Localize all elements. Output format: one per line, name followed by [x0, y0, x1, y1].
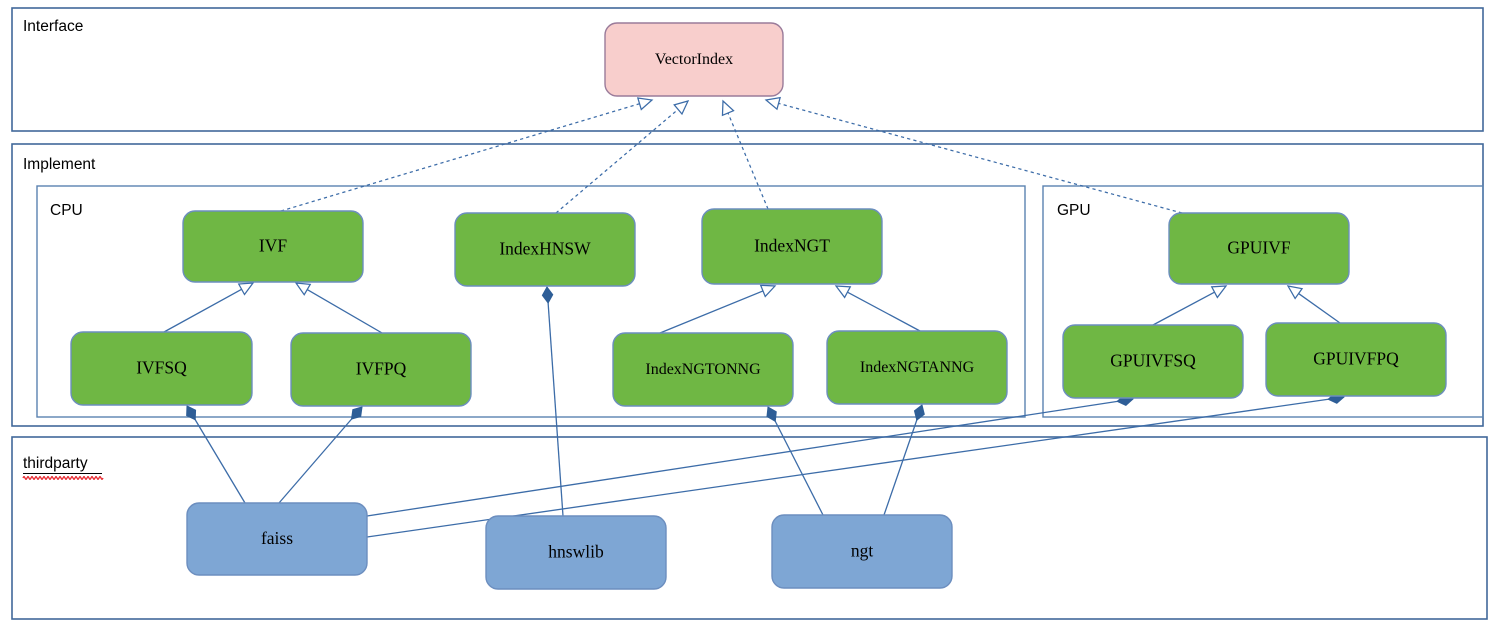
node-box-ivfsq[interactable]	[70, 331, 253, 406]
node-box-hnswlib[interactable]	[485, 515, 667, 590]
subgroup-rect-cpu	[36, 185, 1026, 418]
diamond-faiss-to-ivfsq	[186, 405, 197, 421]
diamond-faiss-to-ivfpq	[350, 406, 363, 420]
subgroup-frame-cpu: CPU	[36, 185, 1026, 418]
node-label-indexngtonng: IndexNGTONNG	[645, 361, 761, 378]
diamond-hnswlib-to-indexhnsw	[541, 286, 554, 304]
node-box-gpuivfsq[interactable]	[1062, 324, 1244, 399]
node-label-hnswlib: hnswlib	[548, 542, 604, 562]
edge-ivfsq-to-ivf	[163, 288, 243, 333]
arrowhead-ivfsq-to-ivf	[237, 282, 255, 296]
edge-faiss-to-gpuivfsq	[366, 398, 1134, 517]
node-label-ngt: ngt	[851, 541, 874, 561]
node-label-gpuivf: GPUIVF	[1227, 238, 1290, 258]
node-indexngtanng[interactable]: IndexNGTANNG	[826, 330, 1008, 405]
group-label-thirdparty: thirdparty	[23, 455, 88, 472]
node-ivfpq[interactable]: IVFPQ	[290, 332, 472, 407]
diamond-ngt-to-indexngtanng	[913, 404, 925, 421]
node-faiss[interactable]: faiss	[186, 502, 368, 576]
subgroup-label-cpu: CPU	[50, 202, 83, 219]
node-box-faiss[interactable]	[186, 502, 368, 576]
node-label-ivf: IVF	[259, 236, 287, 256]
node-box-indexhnsw[interactable]	[454, 212, 636, 287]
node-label-indexngtanng: IndexNGTANNG	[860, 359, 975, 376]
node-box-ivf[interactable]	[182, 210, 364, 283]
edge-ngt-to-indexngtanng	[883, 404, 923, 516]
node-ivf[interactable]: IVF	[182, 210, 364, 283]
node-hnswlib[interactable]: hnswlib	[485, 515, 667, 590]
subgroup-label-gpu: GPU	[1057, 202, 1091, 219]
group-label-implement: Implement	[23, 156, 96, 173]
edge-markers-layer	[186, 96, 1345, 423]
node-ivfsq[interactable]: IVFSQ	[70, 331, 253, 406]
node-ngt[interactable]: ngt	[771, 514, 953, 589]
edge-ivf-to-vectorindex	[280, 102, 641, 212]
edge-faiss-to-gpuivfpq	[366, 396, 1345, 538]
edge-gpuivfpq-to-gpuivf	[1297, 292, 1341, 324]
node-gpuivfsq[interactable]: GPUIVFSQ	[1062, 324, 1244, 399]
edge-ivfpq-to-ivf	[306, 288, 383, 334]
subgroup-rect-gpu	[1042, 185, 1484, 418]
arrowhead-gpuivf-to-vectorindex	[764, 96, 781, 111]
arrowhead-indexhnsw-to-vectorindex	[673, 100, 690, 116]
node-box-vectorindex[interactable]	[604, 22, 784, 97]
arrowhead-indexngtonng-to-indexngt	[759, 284, 777, 298]
edge-gpuivfsq-to-gpuivf	[1152, 291, 1216, 326]
node-box-ngt[interactable]	[771, 514, 953, 589]
spellcheck-squiggle-thirdparty	[22, 476, 104, 480]
diamond-ngt-to-indexngtonng	[766, 406, 777, 423]
node-label-gpuivfpq: GPUIVFPQ	[1313, 349, 1399, 369]
node-box-gpuivfpq[interactable]	[1265, 322, 1447, 397]
node-gpuivf[interactable]: GPUIVF	[1168, 212, 1350, 285]
node-indexngtonng[interactable]: IndexNGTONNG	[612, 332, 794, 407]
arrowhead-gpuivfpq-to-gpuivf	[1286, 285, 1304, 300]
node-vectorindex[interactable]: VectorIndex	[604, 22, 784, 97]
node-label-ivfsq: IVFSQ	[136, 358, 187, 378]
node-indexhnsw[interactable]: IndexHNSW	[454, 212, 636, 287]
edge-faiss-to-ivfsq	[186, 405, 246, 504]
node-label-ivfpq: IVFPQ	[356, 359, 407, 379]
edge-faiss-to-ivfpq	[278, 406, 363, 504]
subgroup-frame-gpu: GPU	[1042, 185, 1484, 418]
node-label-indexhnsw: IndexHNSW	[499, 239, 591, 259]
arrowhead-gpuivfsq-to-gpuivf	[1210, 285, 1228, 299]
node-box-indexngt[interactable]	[701, 208, 883, 285]
node-indexngt[interactable]: IndexNGT	[701, 208, 883, 285]
node-label-vectorindex: VectorIndex	[655, 51, 733, 68]
arrowhead-ivf-to-vectorindex	[636, 97, 654, 111]
edge-indexngtanng-to-indexngt	[846, 291, 921, 332]
edge-hnswlib-to-indexhnsw	[546, 286, 564, 517]
subgroup-frames-layer: CPU GPU	[36, 185, 1484, 418]
node-box-gpuivf[interactable]	[1168, 212, 1350, 285]
node-gpuivfpq[interactable]: GPUIVFPQ	[1265, 322, 1447, 397]
edge-indexhnsw-to-vectorindex	[555, 108, 680, 214]
node-box-ivfpq[interactable]	[290, 332, 472, 407]
node-label-indexngt: IndexNGT	[754, 236, 830, 256]
node-box-indexngtanng[interactable]	[826, 330, 1008, 405]
node-label-gpuivfsq: GPUIVFSQ	[1110, 351, 1196, 371]
edge-indexngt-to-vectorindex	[727, 111, 769, 210]
arrowhead-ivfpq-to-ivf	[294, 282, 312, 296]
edge-indexngtonng-to-indexngt	[659, 289, 765, 334]
arrowhead-indexngt-to-vectorindex	[721, 99, 735, 117]
group-label-interface: Interface	[23, 18, 83, 35]
node-box-indexngtonng[interactable]	[612, 332, 794, 407]
arrowhead-indexngtanng-to-indexngt	[834, 285, 852, 299]
edge-ngt-to-indexngtonng	[767, 406, 824, 516]
node-label-faiss: faiss	[261, 528, 293, 548]
edges-layer	[163, 102, 1345, 538]
